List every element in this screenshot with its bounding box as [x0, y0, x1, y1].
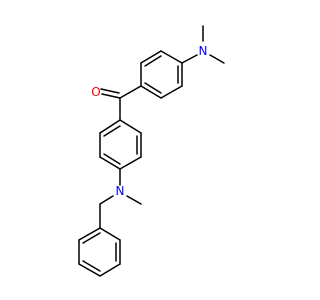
bond [119, 156, 142, 170]
bond [160, 85, 183, 99]
bond [103, 153, 121, 165]
bond [181, 54, 198, 64]
bond [99, 263, 121, 277]
bond [140, 50, 162, 64]
bond [119, 119, 142, 134]
bond [100, 88, 120, 94]
bond [82, 232, 101, 244]
bond [101, 93, 121, 99]
bond [99, 195, 114, 205]
bond [119, 85, 142, 99]
bond [209, 54, 225, 64]
bond [126, 195, 142, 205]
nitrogen-atom-label: N [199, 44, 208, 58]
structure-canvas: O N N [78, 25, 225, 277]
bond [144, 82, 162, 94]
bond [140, 85, 162, 99]
bond [103, 125, 121, 137]
bond [144, 55, 162, 67]
nitrogen-atom-label: N [116, 184, 125, 198]
bond [78, 227, 101, 241]
bond [99, 119, 121, 134]
bond [99, 156, 121, 170]
bond [82, 260, 101, 272]
bond [78, 263, 101, 277]
molecule-drawing: O N N [78, 25, 225, 277]
oxygen-atom-label: O [91, 85, 100, 99]
bond [160, 50, 183, 64]
bond [99, 227, 121, 241]
